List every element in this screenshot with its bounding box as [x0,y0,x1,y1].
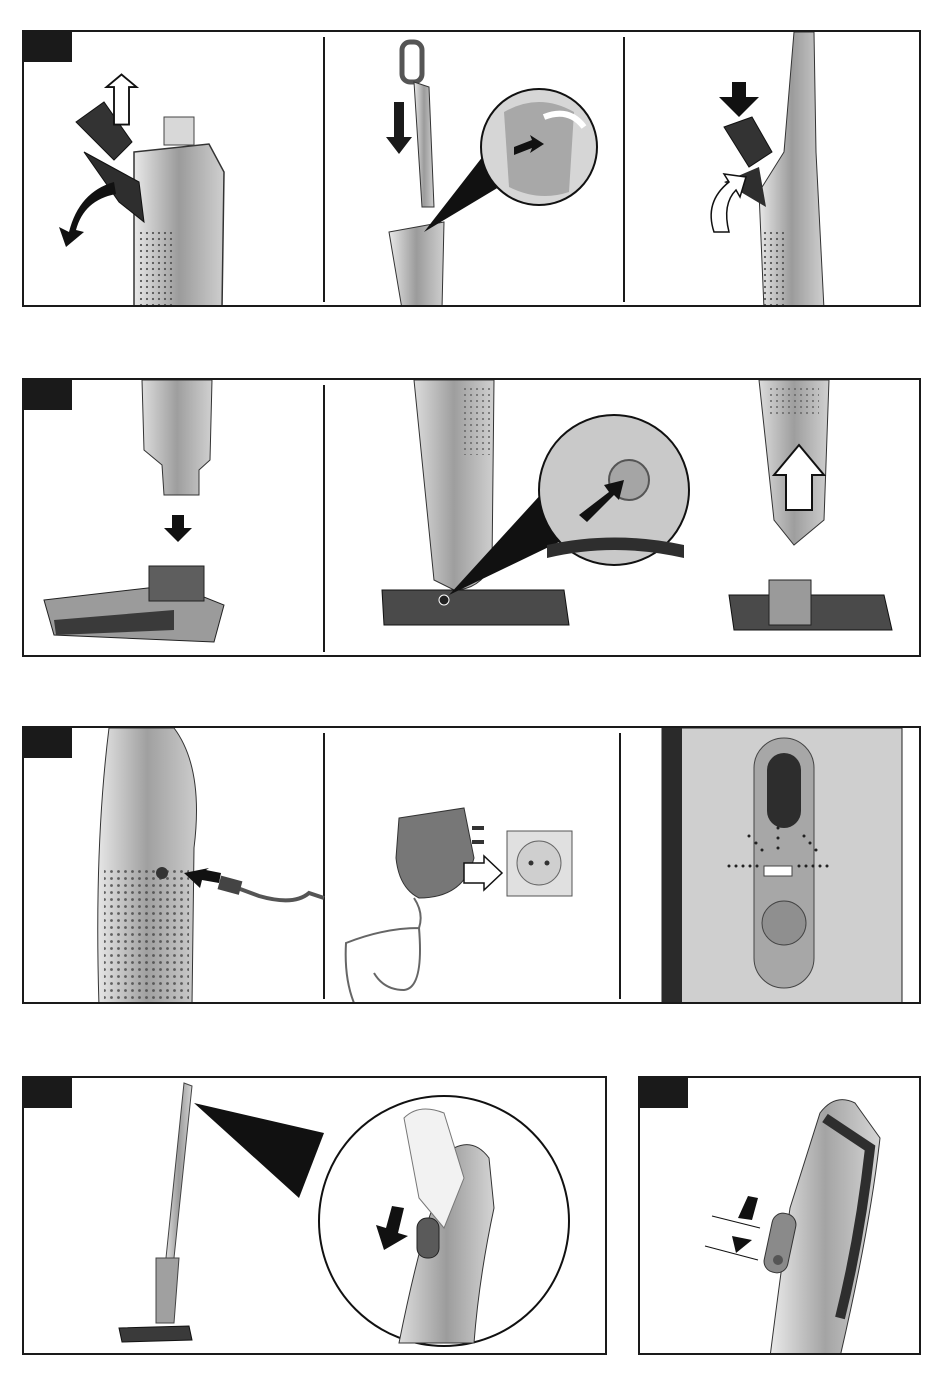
arrow-down-solid-icon [164,515,192,542]
illustration-open-lid-remove-filter [24,32,921,307]
panel-step-3 [22,726,921,1004]
handle-closeup [762,1100,880,1355]
arrow-curved-up-outline-icon [711,174,746,232]
zoom-callout-lock [424,89,597,232]
vacuum-full-view [119,1083,192,1342]
arrow-curved-down-icon [59,182,116,247]
vacuum-lower-part [142,380,212,495]
handle-tube-insert [389,42,444,307]
arrow-down-solid-icon [386,102,412,154]
panel-step-5 [638,1076,921,1355]
vacuum-body-open-lid [76,102,224,307]
illustration-switch-closeup [640,1078,921,1355]
vacuum-charging-socket [98,728,197,1004]
illustration-attach-floor-nozzle [24,380,921,657]
charging-indicator-closeup [662,728,902,1004]
panel-step-1 [22,30,921,307]
zoom-callout-switch [194,1096,569,1346]
panel-step-4 [22,1076,607,1355]
led-indicator [764,866,792,876]
floor-nozzle [44,566,224,642]
illustration-charging [24,728,921,1004]
arrow-down-solid-icon [719,82,759,117]
power-slider [417,1218,439,1258]
charger-adapter [346,808,484,1003]
panel-step-2 [22,378,921,657]
charging-cable [218,876,324,901]
illustration-power-switch [24,1078,607,1355]
vacuum-closed-lid [724,32,824,307]
wall-socket [507,831,572,896]
